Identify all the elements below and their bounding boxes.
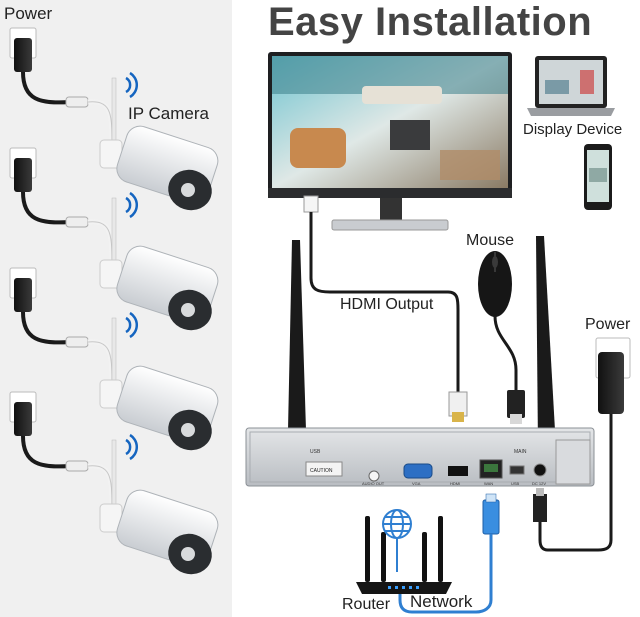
port-label-caution: CAUTION	[310, 468, 333, 474]
hdmi-cable	[309, 212, 460, 392]
dc-port	[533, 463, 547, 477]
power-cable	[21, 311, 71, 345]
nvr-antenna-left	[288, 240, 306, 430]
hdmi-output-label: HDMI Output	[340, 296, 434, 313]
camera-group-3	[9, 267, 219, 451]
port-label-vga: VGA	[412, 481, 421, 486]
port-label-dc: DC 12V	[532, 481, 546, 486]
usb-plug	[507, 390, 525, 418]
wifi-icon	[125, 311, 139, 339]
camera-group-4	[9, 391, 219, 575]
usb-port	[509, 465, 525, 475]
router-antenna-4	[438, 516, 443, 582]
power-adapter	[14, 278, 32, 312]
power-adapter	[14, 402, 32, 436]
power-adapter	[14, 158, 32, 192]
camera-antenna	[111, 197, 117, 265]
monitor-stand	[331, 219, 449, 231]
barrel-connector	[65, 336, 89, 348]
ip-camera-label: IP Camera	[128, 104, 209, 123]
camera-antenna	[111, 77, 117, 143]
mouse-icon	[478, 251, 512, 317]
power-adapter-right	[598, 352, 624, 414]
network-cable	[398, 534, 493, 614]
router-antenna-3	[422, 532, 427, 582]
dc-plug	[533, 494, 547, 522]
port-label-usb: USB	[511, 481, 520, 486]
hdmi-port	[448, 466, 468, 476]
monitor	[268, 52, 512, 231]
hdmi-plug-top	[303, 195, 319, 213]
barrel-connector	[65, 460, 89, 472]
port-label-usb-top: USB	[310, 449, 321, 455]
camera-antenna	[111, 317, 117, 385]
globe-icon	[382, 509, 412, 572]
network-label: Network	[410, 592, 473, 611]
caution-label	[305, 461, 343, 477]
vga-port	[403, 463, 433, 479]
power-adapter	[14, 38, 32, 72]
power-cable	[21, 435, 71, 469]
monitor-chin	[268, 188, 512, 198]
router-antenna-2	[381, 532, 386, 582]
monitor-neck	[380, 198, 402, 222]
wifi-icon	[125, 433, 139, 461]
port-label-audio: AUDIO OUT	[362, 481, 385, 486]
nvr-antenna-right	[536, 236, 556, 448]
barrel-connector	[65, 96, 89, 108]
wifi-icon	[125, 71, 139, 99]
laptop-icon	[527, 56, 615, 116]
nvr-recorder: USB MAIN CAUTION AUDIO OUT VGA HDMI WAN …	[245, 427, 595, 487]
audio-out-port	[368, 470, 380, 482]
camera-group-1	[9, 27, 219, 211]
router-antenna-1	[365, 516, 370, 582]
power-cable	[21, 191, 71, 225]
mouse-cable	[493, 315, 518, 392]
port-label-wan: WAN	[484, 481, 493, 486]
router-label: Router	[342, 596, 391, 613]
power-label-left: Power	[4, 4, 53, 23]
port-label-main: MAIN	[514, 449, 527, 455]
nvr-right-panel	[555, 439, 591, 485]
power-label-right: Power	[585, 316, 631, 333]
smartphone-icon	[584, 144, 612, 210]
page-title: Easy Installation	[268, 0, 593, 44]
display-device-label: Display Device	[523, 121, 623, 138]
wifi-icon	[125, 191, 139, 219]
camera-antenna	[111, 439, 117, 509]
port-label-hdmi: HDMI	[450, 481, 460, 486]
power-cable	[21, 71, 71, 105]
mouse-label: Mouse	[466, 232, 515, 249]
router	[356, 516, 452, 594]
rj45-plug	[482, 499, 500, 535]
camera-group-2	[9, 147, 219, 331]
power-cable-right	[538, 414, 613, 552]
router-leds	[388, 586, 419, 589]
barrel-connector	[65, 216, 89, 228]
